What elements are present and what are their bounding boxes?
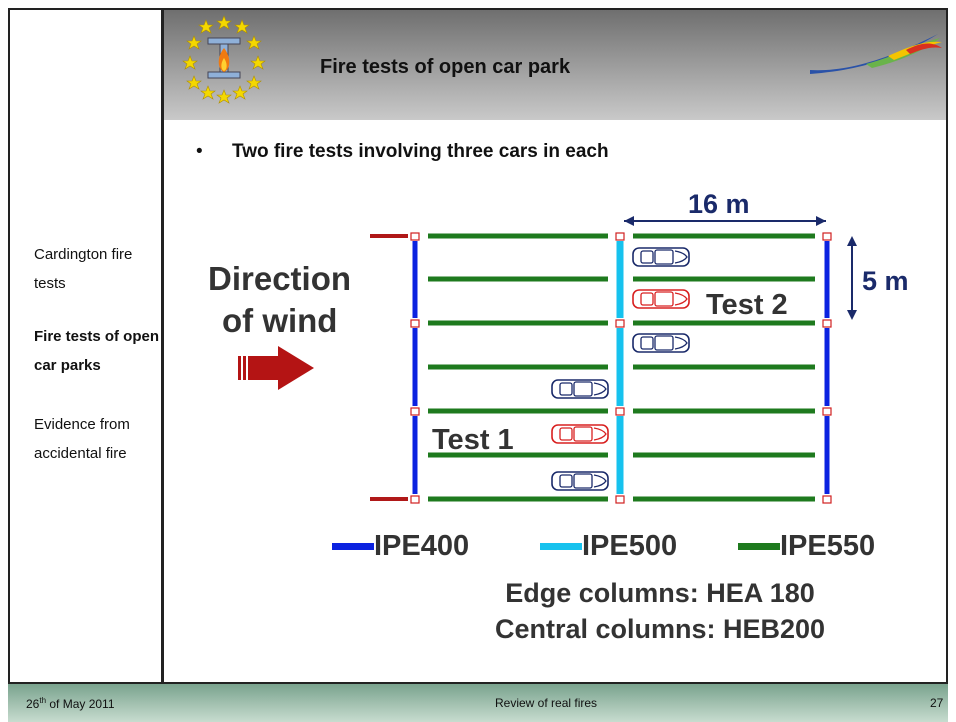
column-marker: [410, 232, 420, 241]
car-park-diagram: 16 m 5 m Test 2 Test 1 Direction of wind: [208, 189, 909, 504]
edge-columns-text: Edge columns: HEA 180: [505, 578, 815, 608]
column-marker: [822, 319, 832, 328]
car-icon: [551, 471, 609, 491]
legend-label-ipe400: IPE400: [374, 530, 470, 562]
slide-header: [164, 10, 946, 120]
sidebar-item-label: tests: [34, 275, 66, 292]
column-marker: [615, 407, 625, 416]
burning-car-icon: [551, 424, 609, 444]
sidebar-item-cardington[interactable]: Cardington fire tests: [34, 240, 132, 298]
slide-frame: [8, 8, 948, 684]
sidebar-item-label: Fire tests of open: [34, 328, 160, 345]
legend-label-ipe500: IPE500: [582, 530, 678, 562]
sidebar-item-label: Cardington fire: [34, 246, 133, 263]
bullet-icon: •: [196, 141, 203, 162]
legend-swatch-ipe400: [332, 543, 374, 550]
column-marker: [615, 232, 625, 241]
wind-label-line2: of wind: [222, 302, 337, 339]
column-marker: [410, 407, 420, 416]
legend-swatch-ipe550: [738, 543, 780, 550]
ipe550-beams: [428, 233, 815, 502]
test1-label: Test 1: [432, 424, 514, 456]
column-marker: [410, 495, 420, 504]
column-marker: [410, 319, 420, 328]
wind-arrow-icon: [238, 346, 314, 390]
footer-title: Review of real fires: [495, 696, 598, 710]
burning-car-icon: [632, 289, 690, 309]
car-icon: [551, 379, 609, 399]
slide-title: Fire tests of open car park: [320, 56, 571, 78]
column-marker: [822, 495, 832, 504]
slide-footer: 26th of May 2011 Review of real fires 27: [8, 684, 948, 722]
sidebar-divider: [161, 8, 164, 684]
footer-date-day: 26: [26, 697, 40, 711]
height-label: 5 m: [862, 266, 909, 296]
column-markers: [410, 232, 832, 504]
legend-label-ipe550: IPE550: [780, 530, 876, 562]
bullet-item: • Two fire tests involving three cars in …: [196, 141, 609, 163]
sidebar-item-label: car parks: [34, 357, 101, 374]
footer-date-sup: th: [39, 696, 47, 705]
sidebar-item-open-car-parks[interactable]: Fire tests of open car parks: [34, 322, 159, 380]
car-icon: [632, 333, 690, 353]
test2-label: Test 2: [706, 289, 788, 321]
bullet-text: Two fire tests involving three cars in e…: [232, 141, 609, 162]
height-dimension: 5 m: [847, 236, 909, 320]
legend-swatch-ipe500: [540, 543, 582, 550]
width-dimension: 16 m: [624, 189, 826, 226]
column-marker: [615, 495, 625, 504]
width-label: 16 m: [688, 189, 750, 219]
footer-date-rest: of May 2011: [46, 697, 115, 711]
page-number: 27: [930, 696, 944, 710]
sidebar-item-accidental-fire[interactable]: Evidence from accidental fire: [34, 410, 130, 468]
central-columns-text: Central columns: HEB200: [494, 614, 826, 644]
wind-label-line1: Direction: [208, 260, 351, 297]
column-marker: [822, 407, 832, 416]
sidebar-item-label: Evidence from: [34, 416, 130, 433]
sidebar-item-label: accidental fire: [34, 445, 127, 462]
car-icon: [632, 247, 690, 267]
column-marker: [615, 319, 625, 328]
column-marker: [822, 232, 832, 241]
footer-date: 26th of May 2011: [26, 696, 115, 711]
ipe400-beams: [412, 241, 830, 494]
eu-flag-logo-icon: [810, 34, 942, 74]
steel-fire-logo-icon: [182, 15, 266, 104]
